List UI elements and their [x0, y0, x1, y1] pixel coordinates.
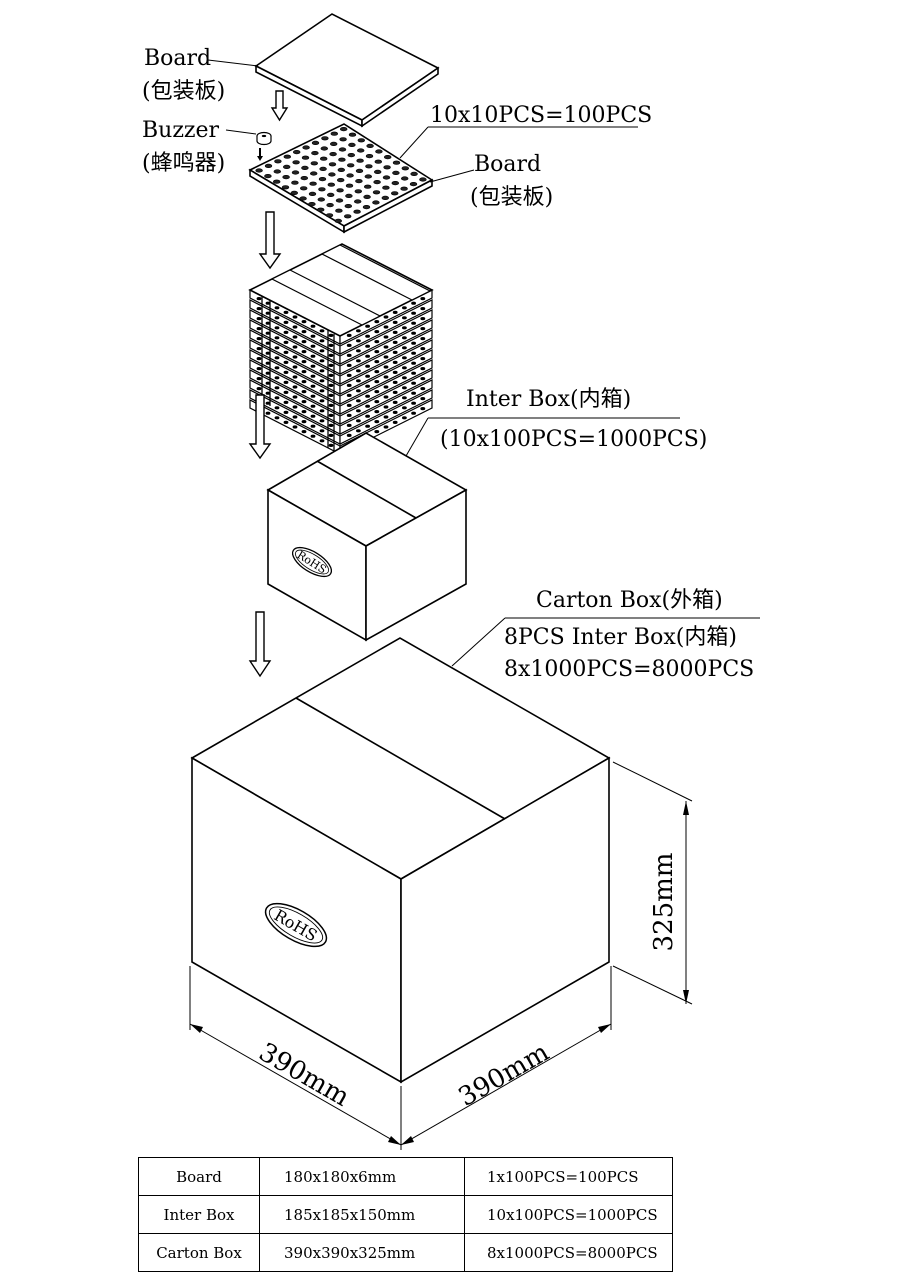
table-cell-item: Board	[138, 1157, 260, 1196]
carton-box-leader	[451, 617, 506, 667]
down-arrow-icon	[258, 211, 282, 270]
height-dimension-label: 325mm	[649, 853, 679, 952]
tray-count-leader	[399, 126, 429, 159]
tray-count-label: 10x10PCS=100PCS	[430, 103, 652, 128]
bottom-board-label-cn: (包装板)	[470, 185, 553, 210]
bottom-board-leader	[429, 169, 475, 183]
buzzer-arrow-icon	[257, 148, 263, 161]
buzzer-leader	[225, 129, 257, 135]
carton-box-illustration: RoHS	[190, 637, 611, 1084]
carton-box-label: Carton Box(外箱)	[536, 588, 723, 613]
table-cell-item: Carton Box	[138, 1233, 260, 1272]
top-board-leader	[207, 59, 259, 67]
table-cell-size: 390x390x325mm	[259, 1233, 465, 1272]
table-row: Carton Box 390x390x325mm 8x1000PCS=8000P…	[138, 1233, 673, 1272]
buzzer-label: Buzzer	[142, 118, 220, 143]
buzzer-icon	[256, 131, 272, 146]
top-board-label: Board	[144, 46, 211, 71]
bottom-board-label: Board	[474, 152, 541, 177]
down-arrow-icon	[270, 90, 289, 122]
top-board-illustration	[254, 13, 440, 128]
table-cell-quantity: 1x100PCS=100PCS	[464, 1157, 673, 1196]
table-cell-item: Inter Box	[138, 1195, 260, 1234]
width-left-dimension	[189, 966, 402, 1150]
top-board-label-cn: (包装板)	[142, 79, 225, 104]
width-right-dimension	[400, 966, 612, 1146]
width-right-dimension-label: 390mm	[454, 1037, 555, 1112]
table-cell-size: 180x180x6mm	[259, 1157, 465, 1196]
inter-box-illustration: RoHS	[266, 432, 468, 642]
width-left-dimension-label: 390mm	[254, 1037, 355, 1112]
height-dimension	[612, 761, 693, 1005]
buzzer-tray-illustration	[248, 123, 434, 234]
down-arrow-icon	[248, 611, 272, 678]
carton-count-label: 8x1000PCS=8000PCS	[504, 657, 754, 682]
table-cell-size: 185x185x150mm	[259, 1195, 465, 1234]
tray-buzzers	[255, 127, 427, 223]
packaging-diagram: Board (包装板) Buzzer (蜂鸣器) 10x10PCS=100PCS…	[142, 13, 760, 1150]
buzzer-label-cn: (蜂鸣器)	[142, 151, 225, 176]
table-row: Board 180x180x6mm 1x100PCS=100PCS	[138, 1157, 673, 1196]
inter-box-count-label: (10x100PCS=1000PCS)	[440, 427, 707, 452]
table-cell-quantity: 10x100PCS=1000PCS	[464, 1195, 673, 1234]
inter-box-leader	[405, 417, 429, 457]
packing-spec-table: Board 180x180x6mm 1x100PCS=100PCS Inter …	[138, 1157, 673, 1272]
table-cell-quantity: 8x1000PCS=8000PCS	[464, 1233, 673, 1272]
carton-inner-label: 8PCS Inter Box(内箱)	[504, 625, 737, 650]
inter-box-label: Inter Box(内箱)	[466, 387, 631, 412]
down-arrow-icon	[248, 394, 272, 460]
tray-stack-illustration	[248, 243, 434, 455]
table-row: Inter Box 185x185x150mm 10x100PCS=1000PC…	[138, 1195, 673, 1234]
